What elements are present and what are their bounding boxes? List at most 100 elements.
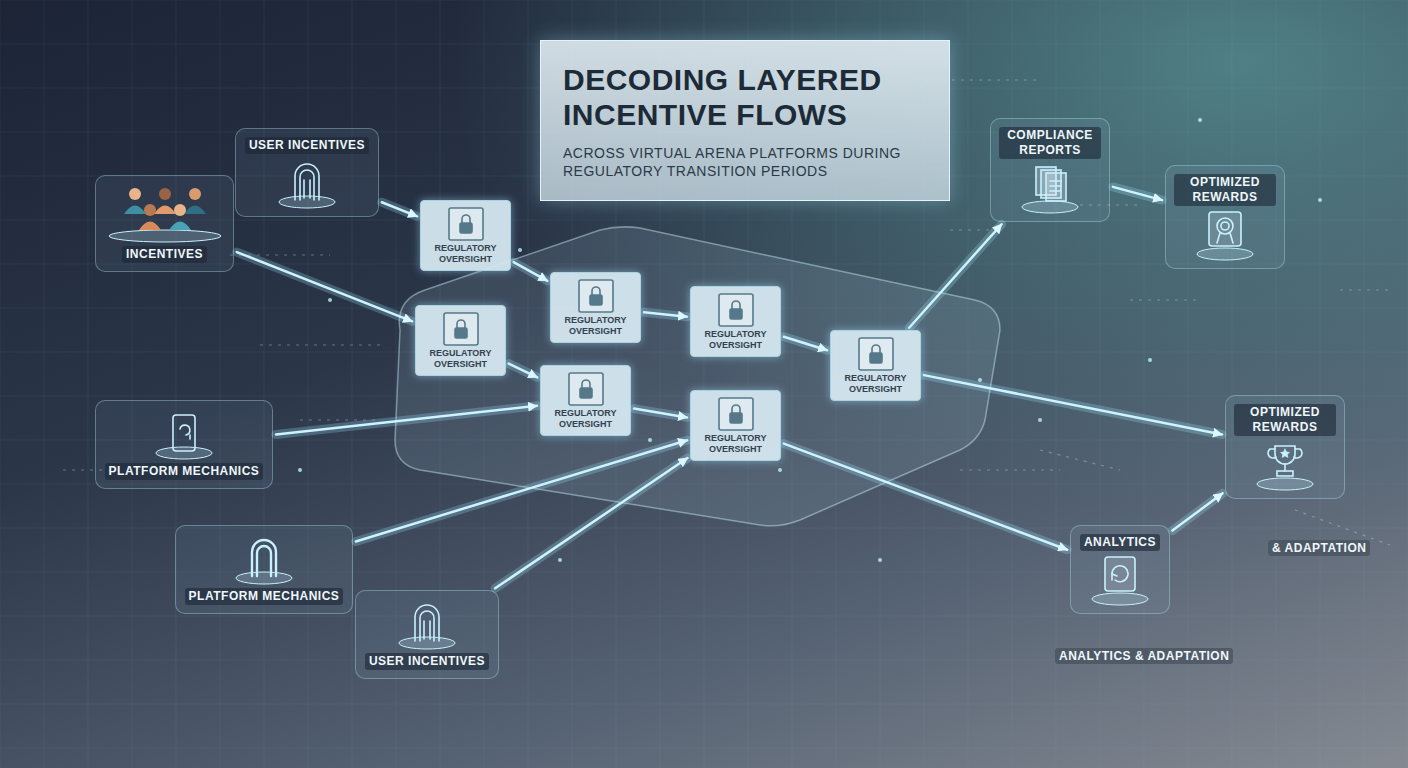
text-holder: REGULATORY OVERSIGHT <box>425 243 506 265</box>
text-holder: COMPLIANCE REPORTS <box>999 125 1101 161</box>
flow-connector <box>644 312 687 316</box>
flow-connector <box>784 337 827 351</box>
analytics-icon <box>1105 557 1135 591</box>
connector-glow <box>909 224 1001 328</box>
connector-glow <box>644 312 687 316</box>
icon-holder <box>835 335 916 373</box>
node-icon <box>438 205 494 243</box>
central-slab <box>395 227 1000 526</box>
flow-connector <box>634 409 687 418</box>
node-label: INCENTIVES <box>122 246 207 263</box>
text-holder: REGULATORY OVERSIGHT <box>555 315 636 337</box>
connector-glow <box>495 458 687 588</box>
connector-glow <box>509 364 538 378</box>
oversight-panel: REGULATORY OVERSIGHT <box>690 390 781 461</box>
text-holder: ANALYTICS <box>1079 532 1161 553</box>
node-label: OPTIMIZED REWARDS <box>1234 404 1336 436</box>
connector-glow <box>514 262 548 281</box>
text-holder: OPTIMIZED REWARDS <box>1234 402 1336 438</box>
lock-icon <box>449 208 483 240</box>
icon-holder <box>364 597 490 651</box>
title-panel: DECODING LAYERED INCENTIVE FLOWSACROSS V… <box>540 40 950 201</box>
lock-icon <box>859 338 893 370</box>
node-icon <box>395 597 459 651</box>
flow-connector <box>382 202 417 216</box>
node-label: USER INCENTIVES <box>245 137 369 154</box>
station-node: USER INCENTIVES <box>355 590 499 679</box>
text-holder: USER INCENTIVES <box>364 651 490 672</box>
oversight-panel: REGULATORY OVERSIGHT <box>415 305 506 376</box>
connector-glow <box>634 409 687 418</box>
node-icon <box>848 335 904 373</box>
person-head <box>159 188 171 200</box>
text-holder: REGULATORY OVERSIGHT <box>695 433 776 455</box>
icon-holder <box>1079 553 1161 607</box>
door-icon <box>173 415 195 451</box>
oversight-panel: REGULATORY OVERSIGHT <box>540 365 631 436</box>
lock-icon <box>569 373 603 405</box>
node-icon <box>433 310 489 348</box>
platform-disc <box>1092 593 1148 605</box>
person-body <box>124 206 146 215</box>
node-icon <box>1193 208 1257 262</box>
docs-icon <box>1036 167 1066 201</box>
oversight-panel: REGULATORY OVERSIGHT <box>550 272 641 343</box>
node-icon <box>1018 161 1082 215</box>
node-icon <box>152 407 216 461</box>
station-node: OPTIMIZED REWARDS <box>1225 395 1345 499</box>
arch-icon <box>415 605 439 641</box>
flow-connector <box>784 444 1067 550</box>
platform-disc <box>1257 478 1313 490</box>
text-holder: PLATFORM MECHANICS <box>184 586 344 607</box>
medal-icon <box>1209 212 1241 246</box>
platform-disc <box>1197 248 1253 260</box>
connector-glow <box>1113 187 1162 200</box>
node-icon <box>1253 438 1317 492</box>
dotted-guides <box>60 80 1390 545</box>
text-holder: REGULATORY OVERSIGHT <box>545 408 626 430</box>
free-label: ANALYTICS & ADAPTATION <box>1055 648 1233 664</box>
text-holder: PLATFORM MECHANICS <box>104 461 264 482</box>
person-body <box>154 206 176 215</box>
free-label: & ADAPTATION <box>1268 540 1370 556</box>
node-label: REGULATORY OVERSIGHT <box>425 243 506 265</box>
flow-connector <box>237 252 412 321</box>
person-head <box>189 188 201 200</box>
connector-glow <box>784 444 1067 550</box>
person-body <box>184 206 206 215</box>
node-icon <box>275 156 339 210</box>
person-body <box>139 222 161 231</box>
icon-holder <box>545 370 626 408</box>
connector-glow <box>924 375 1222 434</box>
node-label: REGULATORY OVERSIGHT <box>420 348 501 370</box>
text-holder: INCENTIVES <box>104 244 225 265</box>
node-label: REGULATORY OVERSIGHT <box>835 373 916 395</box>
connector-glow <box>784 337 827 351</box>
icon-holder <box>420 310 501 348</box>
person-head <box>144 204 156 216</box>
node-label: REGULATORY OVERSIGHT <box>695 329 776 351</box>
node-label: PLATFORM MECHANICS <box>185 588 344 605</box>
icon-holder <box>244 156 370 210</box>
node-icon <box>558 370 614 408</box>
node-label: USER INCENTIVES <box>365 653 489 670</box>
person-head <box>174 204 186 216</box>
flow-connector <box>924 375 1222 434</box>
trophy-icon <box>1268 446 1302 476</box>
node-label: ANALYTICS <box>1080 534 1160 551</box>
icon-holder <box>1174 208 1276 262</box>
icon-holder <box>555 277 636 315</box>
node-label: REGULATORY OVERSIGHT <box>695 433 776 455</box>
diagram-title: DECODING LAYERED INCENTIVE FLOWS <box>563 63 927 132</box>
oversight-panel: REGULATORY OVERSIGHT <box>420 200 511 271</box>
node-icon <box>708 291 764 329</box>
arch2-icon <box>252 540 276 576</box>
station-node: PLATFORM MECHANICS <box>95 400 273 489</box>
text-holder: REGULATORY OVERSIGHT <box>835 373 916 395</box>
station-node: ANALYTICS <box>1070 525 1170 614</box>
lock-icon <box>719 294 753 326</box>
node-label: REGULATORY OVERSIGHT <box>545 408 626 430</box>
node-label: REGULATORY OVERSIGHT <box>555 315 636 337</box>
station-node: COMPLIANCE REPORTS <box>990 118 1110 222</box>
